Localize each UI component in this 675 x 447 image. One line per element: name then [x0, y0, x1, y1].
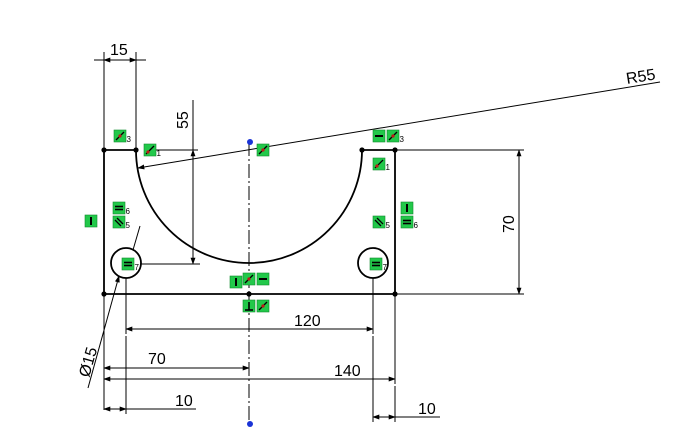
coincident-icon — [244, 274, 254, 284]
dim-height[interactable] — [397, 149, 524, 295]
dim-arc-depth[interactable] — [140, 100, 200, 265]
dim-hole-spacing[interactable] — [125, 278, 374, 334]
relation-badge[interactable] — [256, 143, 270, 157]
relation-badge[interactable] — [256, 272, 270, 286]
relation-badge[interactable] — [84, 214, 98, 228]
vertex-point[interactable] — [101, 147, 107, 153]
perpendicular-icon — [245, 302, 253, 311]
dimension-texts[interactable]: 15 55 R55 70 120 Ø15 70 140 10 10 — [77, 42, 657, 418]
vertex-point[interactable] — [101, 291, 107, 297]
dim-arc-depth-text[interactable]: 55 — [175, 111, 192, 129]
parallel-icon — [374, 217, 384, 227]
relation-badge[interactable]: 1 — [143, 143, 162, 158]
vertex-point[interactable] — [392, 291, 398, 297]
relation-subscript: 5 — [386, 221, 391, 230]
relation-subscript: 6 — [126, 207, 131, 216]
relation-subscript: 3 — [400, 135, 405, 144]
coincident-icon — [115, 131, 125, 141]
dim-top-width-text[interactable]: 15 — [110, 42, 128, 59]
relation-subscript: 5 — [126, 221, 131, 230]
tangent-icon — [145, 145, 155, 155]
dimensions[interactable] — [87, 52, 661, 422]
relation-badge[interactable]: 7 — [369, 257, 388, 272]
relation-subscript: 3 — [127, 135, 132, 144]
relation-badge[interactable] — [229, 275, 243, 289]
relation-badge[interactable]: 7 — [121, 257, 140, 272]
dim-total-width[interactable] — [103, 296, 396, 384]
relation-badge[interactable]: 3 — [386, 129, 405, 144]
relation-badge[interactable]: 5 — [112, 215, 131, 230]
dim-arc-radius-text[interactable]: R55 — [625, 67, 657, 88]
relation-subscript: 7 — [135, 263, 140, 272]
tangent-icon — [374, 159, 384, 169]
relation-subscript: 1 — [157, 149, 162, 158]
relation-badge[interactable]: 1 — [372, 157, 391, 172]
vertex-point[interactable] — [359, 147, 365, 153]
centerline-top-endpoint[interactable] — [247, 139, 253, 145]
dim-left-offset-text[interactable]: 10 — [175, 393, 193, 410]
relation-badge[interactable] — [256, 299, 270, 313]
vertex-point[interactable] — [133, 147, 139, 153]
dim-hole-diameter-text[interactable]: Ø15 — [77, 345, 102, 379]
relation-badge[interactable] — [242, 299, 256, 313]
dim-hole-spacing-text[interactable]: 120 — [294, 313, 321, 330]
relation-badge[interactable]: 6 — [112, 201, 131, 216]
relation-badge[interactable] — [400, 201, 414, 215]
equal-icon — [115, 205, 123, 211]
relation-badge[interactable]: 3 — [113, 129, 132, 144]
relation-badge[interactable] — [242, 272, 256, 286]
equal-icon — [403, 219, 411, 225]
dim-half-width[interactable] — [103, 296, 250, 410]
relation-badge[interactable] — [372, 129, 386, 143]
coincident-icon — [258, 301, 268, 311]
relation-subscript: 7 — [383, 263, 388, 272]
dim-height-text[interactable]: 70 — [501, 215, 518, 233]
dim-top-width[interactable] — [94, 52, 146, 148]
dim-total-width-text[interactable]: 140 — [334, 363, 361, 380]
dim-right-offset[interactable] — [372, 336, 440, 422]
dim-right-offset-text[interactable]: 10 — [418, 401, 436, 418]
dim-half-width-text[interactable]: 70 — [148, 351, 166, 368]
relation-subscript: 1 — [386, 163, 391, 172]
vertex-point[interactable] — [392, 147, 398, 153]
equal-icon — [372, 261, 380, 267]
dim-left-offset[interactable] — [103, 336, 196, 414]
vertex-point[interactable] — [246, 291, 252, 297]
relation-badge[interactable]: 5 — [372, 215, 391, 230]
relation-badge[interactable]: 6 — [400, 215, 419, 230]
equal-icon — [124, 261, 132, 267]
relation-subscript: 6 — [414, 221, 419, 230]
coincident-icon — [258, 145, 268, 155]
sketch-relations[interactable]: 3 1 3 1 6 5 5 6 7 7 — [84, 129, 419, 313]
parallel-icon — [114, 217, 124, 227]
centerline-bottom-endpoint[interactable] — [247, 421, 253, 427]
dim-arc-radius[interactable] — [137, 81, 661, 170]
coincident-icon — [388, 131, 398, 141]
